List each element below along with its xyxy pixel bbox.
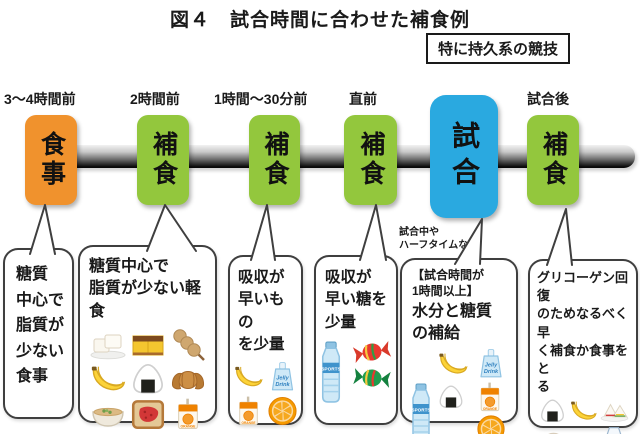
time-label-1h-30m: 1時間～30分前	[214, 91, 308, 107]
svg-text:ORANGE: ORANGE	[483, 407, 497, 411]
bread-icon	[89, 327, 127, 361]
banana-icon	[233, 361, 264, 393]
time-label-after-game: 試合後	[527, 91, 569, 107]
time-label-2h: 2時間前	[130, 91, 180, 107]
svg-text:SPORTS: SPORTS	[321, 367, 340, 373]
sports-bottle-icon: SPORTS	[408, 382, 434, 434]
banana-icon	[89, 362, 127, 396]
endurance-note-box: 特に持久系の競技	[426, 33, 571, 64]
svg-text:Jelly: Jelly	[276, 375, 289, 381]
figure-title: 図４ 試合時間に合わせた補食例	[169, 10, 470, 31]
bubble-heading: 【試合時間が 1時間以上】	[412, 268, 485, 298]
stage-box-snack-after: 補食	[527, 115, 579, 205]
stage-box-label: 補食	[149, 131, 178, 189]
stage-box-snack-1h: 補食	[249, 115, 300, 205]
bubble-text: 吸収が 早いもの を少量	[238, 269, 285, 354]
bubble-text: グリコーゲン回復 のためなるべく早 く補食か食事をと る	[537, 270, 629, 395]
soup-icon	[89, 397, 127, 431]
food-icons: ORANGE	[80, 323, 215, 431]
bubble-text: 水分と糖質 の補給	[412, 303, 493, 342]
orange-slice-icon	[476, 414, 506, 434]
svg-text:ORANGE: ORANGE	[242, 421, 256, 425]
castella-icon	[129, 327, 167, 361]
stage-box-meal: 食事	[25, 115, 77, 205]
svg-text:SPORTS: SPORTS	[412, 407, 431, 412]
sandwich-icon	[600, 398, 629, 424]
stage-box-label: 試合	[449, 120, 480, 193]
stage-box-label: 補食	[357, 131, 385, 189]
onigiri-icon	[538, 398, 567, 424]
stage-box-snack-just-before: 補食	[344, 115, 397, 205]
onigiri-icon	[437, 384, 465, 410]
dango-icon	[169, 327, 207, 362]
stage-box-label: 補食	[261, 131, 289, 189]
food-icons: JellyDrinkAPPLEORANGE	[530, 396, 636, 434]
bubble-glycogen-recovery: グリコーゲン回復 のためなるべく早 く補食か食事をと る JellyDrinkA…	[528, 259, 638, 434]
svg-text:Drink: Drink	[484, 369, 499, 375]
onigiri-icon	[129, 362, 167, 396]
bubble-light-meal: 糖質中心で 脂質が少ない軽食 ORANGE	[78, 245, 217, 430]
croissant-icon	[169, 362, 207, 396]
bubble-text: 糖質 中心で 脂質が 少ない 食事	[16, 266, 65, 386]
milk-icon	[601, 425, 627, 434]
banana-icon	[569, 398, 598, 424]
time-label-just-before: 直前	[349, 91, 377, 107]
candy-green-icon	[350, 364, 394, 392]
candy-red-icon	[349, 337, 395, 368]
banana-icon	[437, 350, 469, 378]
svg-text:ORANGE: ORANGE	[180, 425, 196, 429]
toast-icon	[129, 397, 167, 431]
juice-orange-icon: ORANGE	[169, 397, 207, 431]
juice-orange-icon: ORANGE	[233, 395, 264, 427]
food-icons: SPORTS	[316, 334, 396, 404]
sports-bottle-icon: SPORTS	[317, 340, 345, 404]
stage-box-game: 試合	[430, 95, 498, 218]
stage-box-label: 補食	[539, 131, 568, 189]
juice-orange-icon: ORANGE	[476, 381, 504, 413]
stage-box-label: 食事	[37, 131, 66, 189]
bubble-meal-description: 糖質 中心で 脂質が 少ない 食事	[3, 248, 74, 419]
svg-text:Drink: Drink	[275, 382, 290, 388]
svg-text:Jelly: Jelly	[485, 363, 498, 369]
orange-slice-icon	[267, 395, 298, 427]
bubble-text: 吸収が 早い糖を 少量	[325, 269, 388, 331]
time-label-3-4h: 3～4時間前	[4, 91, 76, 107]
bubble-text: 糖質中心で 脂質が少ない軽食	[89, 258, 202, 320]
bubble-fast-absorb-sugar: 吸収が 早い糖を 少量 SPORTS	[314, 255, 398, 425]
during-game-note: 試合中や ハーフタイムなど	[399, 227, 479, 251]
stage-box-snack-2h: 補食	[137, 115, 189, 205]
